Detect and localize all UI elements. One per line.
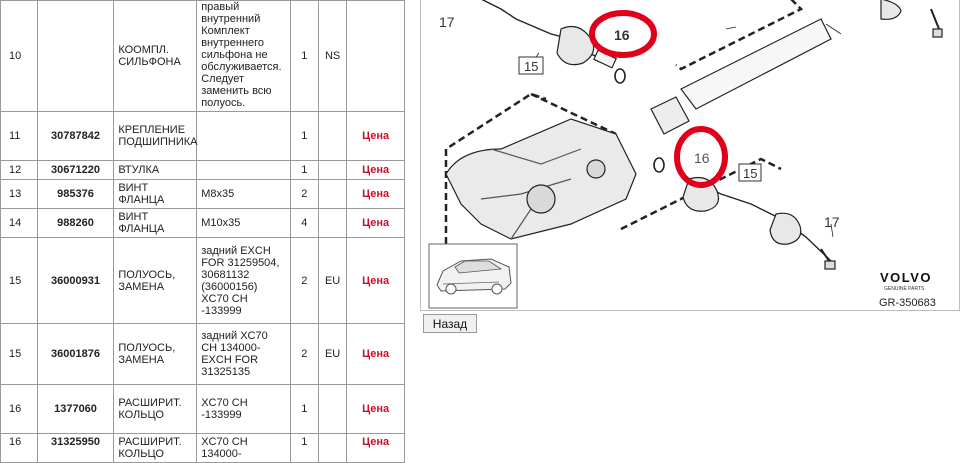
diagram-ref-code: GR-350683 bbox=[879, 297, 936, 309]
cell-note: задний EXCH FOR 31259504, 30681132 (3600… bbox=[196, 237, 291, 324]
callout-16-top: 16 bbox=[614, 27, 630, 43]
table-row: 14 988260 ВИНТ ФЛАНЦА M10x35 4 Цена bbox=[0, 208, 405, 238]
cell-note: M10x35 bbox=[196, 208, 291, 238]
price-link[interactable]: Цена bbox=[346, 237, 405, 324]
callout-15-top: 15 bbox=[524, 59, 538, 74]
cell-code bbox=[317, 208, 348, 238]
cell-article: 985376 bbox=[36, 179, 115, 209]
cell-note: задний XC70 CH 134000- EXCH FOR 31325135 bbox=[196, 323, 291, 385]
exploded-view: 17 15 16 16 15 17 VOLVO GENUINE PARTS GR… bbox=[428, 0, 943, 309]
cell-name: ВИНТ ФЛАНЦА bbox=[113, 179, 198, 209]
cell-note bbox=[196, 160, 291, 180]
bolt-top bbox=[930, 8, 940, 30]
cell-note: XC70 CH 134000- bbox=[196, 433, 291, 463]
callout-17-right: 17 bbox=[824, 214, 840, 230]
cell-article: 1377060 bbox=[36, 384, 115, 434]
cell-code: NS bbox=[317, 0, 348, 112]
cell-code: EU bbox=[317, 237, 348, 324]
brand-logo: VOLVO bbox=[880, 270, 932, 285]
cell-qty: 1 bbox=[289, 384, 319, 434]
price-link[interactable]: Цена bbox=[346, 208, 405, 238]
cv-joint-top bbox=[556, 26, 595, 66]
cell-pos: 16 bbox=[0, 384, 38, 434]
cell-code bbox=[317, 179, 348, 209]
cell-note: M8x35 bbox=[196, 179, 291, 209]
cell-code bbox=[317, 384, 348, 434]
cell-pos: 15 bbox=[0, 237, 38, 324]
car-thumbnail[interactable] bbox=[428, 243, 518, 309]
price-link[interactable]: Цена bbox=[346, 323, 405, 385]
cell-name: ПОЛУОСЬ, ЗАМЕНА bbox=[113, 323, 198, 385]
cell-pos: 10 bbox=[0, 0, 38, 112]
cell-qty: 1 bbox=[289, 433, 319, 463]
cell-name: РАСШИРИТ. КОЛЬЦО bbox=[113, 384, 198, 434]
brand-subtitle: GENUINE PARTS bbox=[884, 286, 925, 292]
highlight-circle-top bbox=[589, 10, 657, 58]
cell-article: 36000931 bbox=[36, 237, 115, 324]
table-row: 15 36001876 ПОЛУОСЬ, ЗАМЕНА задний XC70 … bbox=[0, 323, 405, 385]
back-button[interactable]: Назад bbox=[423, 314, 477, 333]
table-row: 11 30787842 КРЕПЛЕНИЕ ПОДШИПНИКА 1 Цена bbox=[0, 111, 405, 161]
cell-qty: 2 bbox=[289, 179, 319, 209]
callout-17-top: 17 bbox=[439, 14, 455, 30]
callout-16-mid: 16 bbox=[694, 150, 710, 166]
cell-article: 31325950 bbox=[36, 433, 115, 463]
price-link[interactable]: Цена bbox=[346, 384, 405, 434]
table-row: 16 31325950 РАСШИРИТ. КОЛЬЦО XC70 CH 134… bbox=[0, 433, 405, 463]
parts-diagram: 17 15 16 16 15 17 VOLVO GENUINE PARTS GR… bbox=[420, 0, 960, 311]
table-row: 13 985376 ВИНТ ФЛАНЦА M8x35 2 Цена bbox=[0, 179, 405, 209]
parts-table: 10 КООМПЛ. СИЛЬФОНА правый внутренний Ко… bbox=[0, 0, 405, 463]
table-row: 12 30671220 ВТУЛКА 1 Цена bbox=[0, 160, 405, 180]
cell-code bbox=[317, 433, 348, 463]
cell-pos: 15 bbox=[0, 323, 38, 385]
ring-mid bbox=[653, 157, 665, 173]
price-link[interactable]: Цена bbox=[346, 111, 405, 161]
differential bbox=[445, 118, 637, 240]
cell-pos: 16 bbox=[0, 433, 38, 463]
table-row: 16 1377060 РАСШИРИТ. КОЛЬЦО XC70 CH -133… bbox=[0, 384, 405, 434]
cell-pos: 11 bbox=[0, 111, 38, 161]
cell-qty: 1 bbox=[289, 160, 319, 180]
cell-name: ВТУЛКА bbox=[113, 160, 198, 180]
cell-note bbox=[196, 111, 291, 161]
highlight-circle-mid bbox=[674, 126, 728, 188]
cell-article: 988260 bbox=[36, 208, 115, 238]
cell-note: XC70 CH -133999 bbox=[196, 384, 291, 434]
cell-name: КООМПЛ. СИЛЬФОНА bbox=[113, 0, 198, 112]
cell-qty: 1 bbox=[289, 0, 319, 112]
cell-pos: 12 bbox=[0, 160, 38, 180]
cell-qty: 2 bbox=[289, 237, 319, 324]
table-row: 10 КООМПЛ. СИЛЬФОНА правый внутренний Ко… bbox=[0, 0, 405, 112]
cell-qty: 4 bbox=[289, 208, 319, 238]
cell-note: правый внутренний Комплект внутреннего с… bbox=[196, 0, 291, 112]
cell-article: 30787842 bbox=[36, 111, 115, 161]
cell-name: КРЕПЛЕНИЕ ПОДШИПНИКА bbox=[113, 111, 197, 161]
cell-code: EU bbox=[317, 323, 348, 385]
cell-name: РАСШИРИТ. КОЛЬЦО bbox=[113, 433, 198, 463]
cell-pos: 13 bbox=[0, 179, 38, 209]
ring-top bbox=[614, 68, 626, 84]
propeller-shaft bbox=[680, 18, 832, 110]
cell-price bbox=[346, 0, 405, 112]
price-link[interactable]: Цена bbox=[346, 160, 405, 180]
cell-article: 30671220 bbox=[36, 160, 115, 180]
cell-qty: 1 bbox=[289, 111, 319, 161]
callout-15-right: 15 bbox=[743, 166, 757, 181]
price-link[interactable]: Цена bbox=[346, 433, 405, 463]
cell-article bbox=[36, 0, 115, 112]
cell-qty: 2 bbox=[289, 323, 319, 385]
cell-pos: 14 bbox=[0, 208, 38, 238]
table-row: 15 36000931 ПОЛУОСЬ, ЗАМЕНА задний EXCH … bbox=[0, 237, 405, 324]
cell-name: ПОЛУОСЬ, ЗАМЕНА bbox=[113, 237, 198, 324]
cell-article: 36001876 bbox=[36, 323, 115, 385]
cell-name: ВИНТ ФЛАНЦА bbox=[113, 208, 198, 238]
cell-code bbox=[317, 160, 348, 180]
cell-code bbox=[317, 111, 348, 161]
price-link[interactable]: Цена bbox=[346, 179, 405, 209]
